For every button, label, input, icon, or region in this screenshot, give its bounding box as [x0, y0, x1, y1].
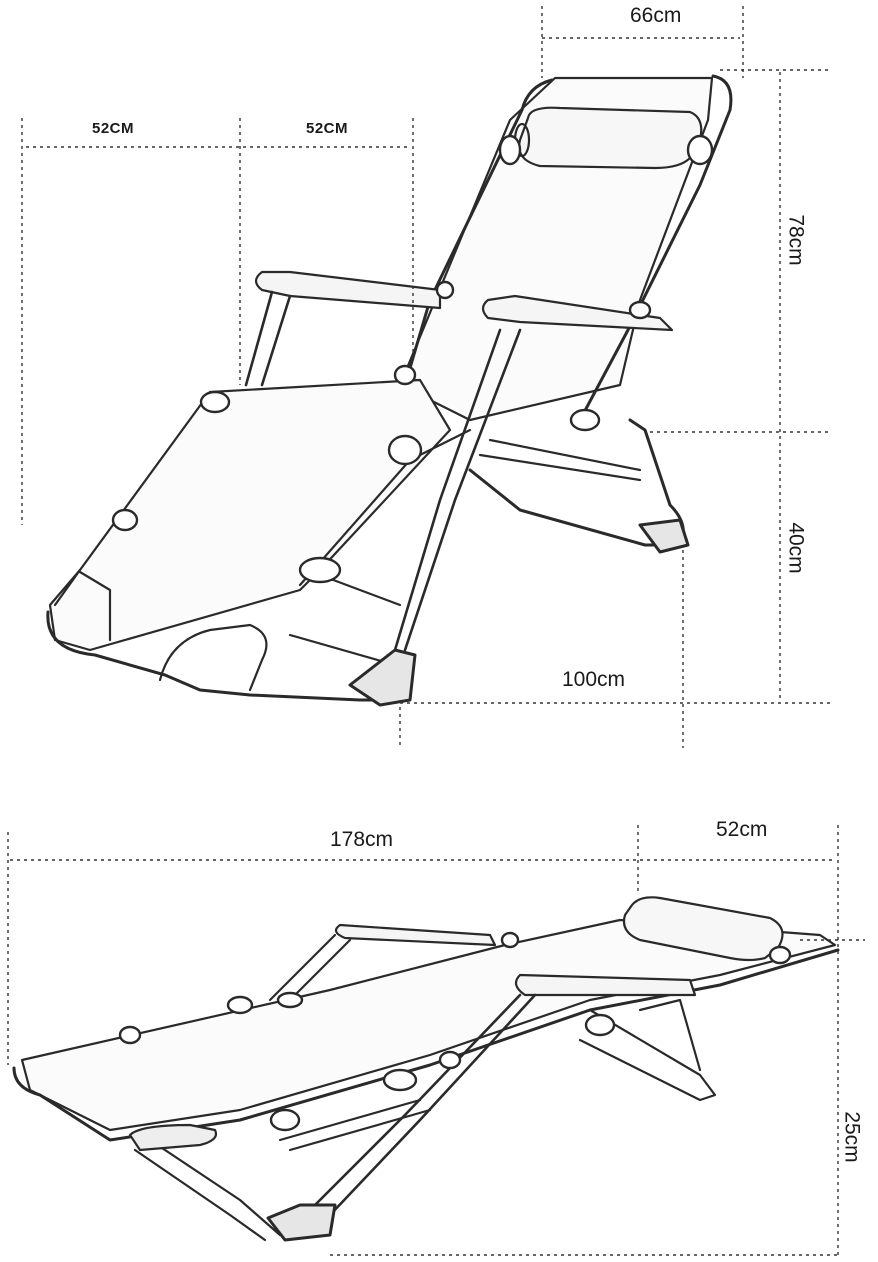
dim-back-height-78: 78cm: [784, 214, 808, 266]
dim-span-52-left: 52CM: [92, 120, 135, 137]
left-arm-support: [244, 290, 292, 387]
backrest-frame-right: [578, 74, 733, 422]
seat-panel: [48, 378, 452, 652]
bottom-dimension-lines: [7, 825, 865, 1256]
flat-front-leg: [308, 993, 537, 1217]
front-leg: [393, 328, 522, 652]
top-dimension-lines: [21, 6, 830, 748]
dim-seat-height-40: 40cm: [784, 522, 808, 574]
flat-crossbar: [278, 1098, 432, 1152]
dim-width-52: 52cm: [716, 818, 768, 841]
left-armrest: [254, 270, 442, 310]
frame-joints: [111, 134, 714, 584]
headrest-pillow: [518, 106, 703, 170]
flat-left-arm-support: [268, 933, 352, 1002]
flat-front-foot-cap: [266, 1203, 337, 1242]
bed-outer-edge: [12, 948, 840, 1142]
foot-loop: [158, 623, 268, 692]
flat-side-leg: [133, 1138, 282, 1242]
leg-rail: [53, 568, 112, 642]
flat-chair-drawing: [12, 896, 840, 1242]
flat-pillow: [622, 896, 784, 962]
dim-height-25: 25cm: [840, 1111, 864, 1163]
rear-foot-cap: [638, 518, 690, 554]
flat-frame-joints: [118, 931, 792, 1132]
flat-rear-leg: [578, 998, 717, 1102]
flat-foot-loop: [128, 1123, 218, 1152]
front-foot-cap: [348, 648, 417, 707]
dim-length-178: 178cm: [330, 828, 394, 851]
dim-width-66: 66cm: [630, 4, 682, 27]
right-armrest: [481, 294, 674, 332]
dim-depth-100: 100cm: [562, 668, 626, 691]
flat-left-armrest: [334, 923, 497, 947]
reclined-chair-drawing: [46, 74, 733, 707]
backrest-frame-left: [403, 78, 554, 387]
rear-crossbar: [478, 438, 642, 482]
flat-right-armrest: [514, 973, 697, 997]
dim-span-52-right: 52CM: [306, 120, 349, 137]
seat-frame-outer: [46, 610, 397, 702]
